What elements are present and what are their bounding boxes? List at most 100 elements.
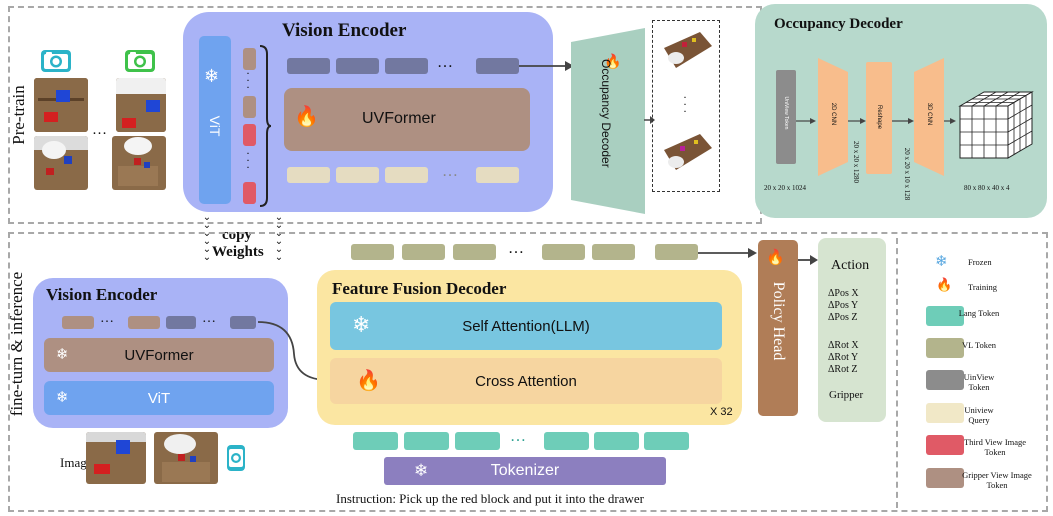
legend-frozen-label: Frozen (968, 257, 992, 267)
instruction-text: Instruction: Pick up the red block and p… (336, 491, 644, 506)
uniview-token (385, 58, 428, 74)
vl-token (453, 244, 496, 260)
occupancy-results-box (652, 20, 720, 192)
occupancy-ellipsis: ··· (683, 90, 687, 118)
lang-token (353, 432, 398, 450)
dim-reshape: 20 x 20 x 10 x 128 (903, 147, 911, 201)
action-pos-x: ΔPos X (828, 288, 859, 299)
legend-vl-swatch (926, 338, 964, 358)
snowflake-icon: ❄ (56, 389, 69, 406)
uniview-query-token (287, 167, 330, 183)
token-ellipsis: … (100, 311, 114, 326)
dim-output: 80 x 80 x 40 x 4 (964, 184, 1010, 192)
cnn2d-label: 2D CNN (830, 102, 836, 126)
cnn2d-block (818, 58, 848, 181)
pretrain-uvformer-block (284, 88, 530, 151)
reshape-block (866, 62, 892, 174)
legend-divider (896, 238, 898, 508)
pretrain-vit-bar (199, 36, 231, 204)
action-pos-y: ΔPos Y (828, 300, 859, 311)
vl-token (542, 244, 585, 260)
repeat-count: X 32 (710, 406, 733, 418)
input-third-view-image (86, 432, 146, 484)
finetune-vit-bar: ❄ ViT (44, 381, 274, 415)
finetune-vision-encoder-title: Vision Encoder (46, 285, 158, 304)
action-rot-z: ΔRot Z (828, 364, 858, 375)
pretrain-gripper-view-image-1 (116, 78, 166, 132)
legend-lang-swatch (926, 306, 964, 326)
fire-icon: 🔥 (294, 106, 319, 128)
token-gripper-view (128, 316, 160, 329)
voxel-cube-icon (956, 84, 1036, 169)
policy-head-label: Policy Head (770, 281, 787, 361)
finetune-label: fine-turn & inference (7, 271, 26, 417)
lang-token (544, 432, 589, 450)
vl-token (592, 244, 635, 260)
arrow (848, 112, 868, 130)
pretrain-third-view-image-1 (34, 78, 88, 132)
action-panel (818, 238, 886, 422)
cross-attention-label: Cross Attention (475, 372, 577, 390)
action-rot-x: ΔRot X (828, 340, 859, 351)
feature-fusion-decoder-title: Feature Fusion Decoder (332, 279, 507, 298)
vl-token (655, 244, 698, 260)
arrow-to-policy-head (698, 246, 758, 264)
pretrain-vit-label: ViT (207, 115, 223, 137)
pretrain-image-ellipsis: … (92, 122, 107, 138)
camera-icon (226, 444, 246, 472)
legend-vl-label: VL Token (961, 340, 997, 350)
gripper-view-camera-icon (124, 49, 156, 73)
dim-cnn2d: 20 x 20 x 1280 (852, 141, 860, 183)
legend-fire-icon: 🔥 (936, 277, 953, 292)
token-row-ellipsis: … (437, 54, 453, 71)
uniview-query-token (476, 167, 519, 183)
arrow (796, 112, 818, 130)
cnn3d-block (914, 58, 944, 181)
cross-attention-block: 🔥 Cross Attention (330, 358, 722, 404)
token-third-view (243, 182, 256, 204)
fire-icon: 🔥 (766, 250, 785, 266)
uniview-token (287, 58, 330, 74)
lang-token (404, 432, 449, 450)
token-gripper-view (62, 316, 94, 329)
uniview-query-token (336, 167, 379, 183)
dim-univiewtoken: 20 x 20 x 1024 (764, 184, 806, 192)
token-third-view (243, 124, 256, 146)
token-gripper-view (243, 48, 256, 70)
small-occupancy-decoder (571, 28, 645, 219)
self-attention-label: Self Attention(LLM) (462, 317, 590, 335)
legend-query-swatch (926, 403, 964, 423)
self-attention-block: ❄ Self Attention(LLM) (330, 302, 722, 350)
legend-snowflake-icon: ❄ (935, 254, 948, 270)
third-view-camera-icon (40, 49, 72, 73)
pretrain-uvformer-label: UVFormer (362, 110, 436, 127)
column-ellipsis-2: ··· (246, 146, 250, 174)
cnn3d-label: 3D CNN (926, 102, 932, 126)
occupancy-decoder-title: Occupancy Decoder (774, 16, 903, 32)
fire-icon: 🔥 (356, 370, 381, 392)
fire-icon: 🔥 (604, 55, 622, 70)
token-gripper-view (243, 96, 256, 118)
finetune-section (8, 232, 1048, 512)
legend-gripper-view-swatch (926, 468, 964, 488)
lang-token (594, 432, 639, 450)
action-title: Action (831, 258, 870, 273)
legend-uniview-label: UinView Token (963, 372, 995, 392)
univiewtoken-block (776, 70, 796, 164)
vl-token (402, 244, 445, 260)
lang-token (644, 432, 689, 450)
finetune-uvformer-bar: ❄ UVFormer (44, 338, 274, 372)
small-occ-decoder-label: Occupancy Decoder (599, 59, 613, 168)
tokenizer-label: Tokenizer (490, 462, 560, 479)
action-rot-y: ΔRot Y (828, 352, 859, 363)
legend-uniview-swatch (926, 370, 964, 390)
pretrain-label: Pre-train (9, 85, 28, 145)
action-pos-z: ΔPos Z (828, 312, 858, 323)
reshape-label: Reshape (876, 104, 882, 130)
token-uniview (166, 316, 196, 329)
vl-token-ellipsis: … (508, 240, 524, 257)
policy-head-block (758, 240, 798, 416)
legend-third-view-label: Third View Image Token (963, 437, 1027, 457)
legend-lang-label: Lang Token (958, 308, 1000, 318)
uniview-query-token (385, 167, 428, 183)
